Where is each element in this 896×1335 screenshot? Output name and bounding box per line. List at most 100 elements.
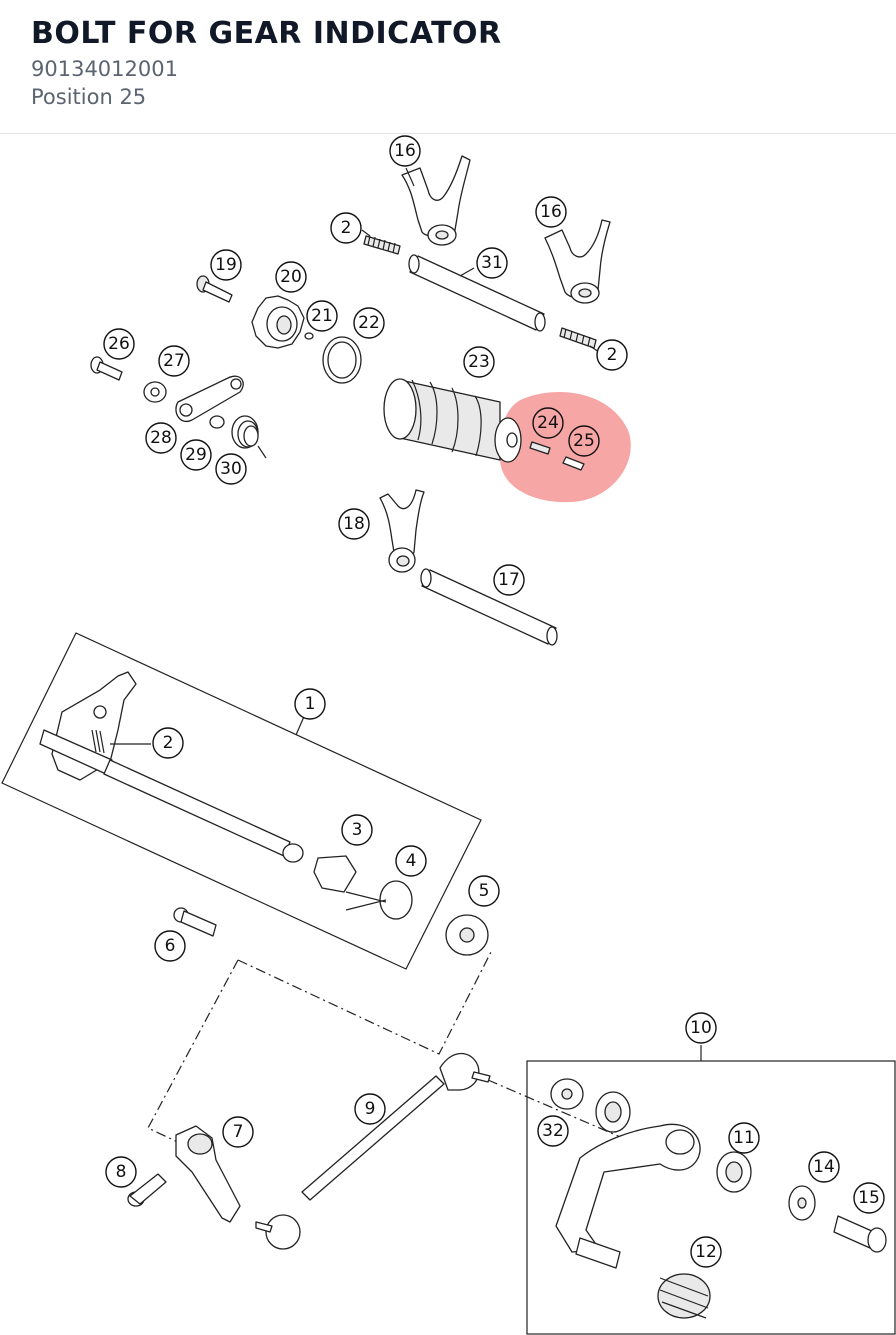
callout-3[interactable]: 3 [341, 814, 373, 846]
bearing-11[interactable] [716, 1151, 752, 1193]
svg-text:21: 21 [311, 306, 333, 326]
foot-peg-12[interactable] [657, 1273, 711, 1319]
callout-8[interactable]: 8 [105, 1156, 137, 1188]
bolt-15[interactable] [833, 1215, 887, 1253]
callout-25-selected[interactable]: 25 [568, 425, 600, 457]
callout-2b[interactable]: 2 [596, 339, 628, 371]
clip-3[interactable] [313, 855, 357, 893]
callout-16b[interactable]: 16 [535, 196, 567, 228]
ring-22[interactable] [322, 336, 362, 384]
svg-text:7: 7 [233, 1122, 244, 1142]
part-number: 90134012001 [31, 57, 178, 81]
svg-text:5: 5 [479, 881, 490, 901]
callout-30[interactable]: 30 [215, 453, 247, 485]
svg-text:14: 14 [813, 1157, 835, 1177]
callout-7[interactable]: 7 [222, 1116, 254, 1148]
callout-9[interactable]: 9 [354, 1093, 386, 1125]
position-label: Position 25 [31, 85, 147, 109]
shift-lever-7[interactable] [175, 1125, 241, 1223]
svg-text:16: 16 [540, 202, 562, 222]
washer-5[interactable] [445, 914, 489, 956]
svg-text:1: 1 [305, 694, 316, 714]
callout-10[interactable]: 10 [685, 1012, 717, 1044]
callout-2a[interactable]: 2 [330, 212, 362, 244]
washer-14[interactable] [788, 1185, 816, 1221]
callout-14[interactable]: 14 [808, 1151, 840, 1183]
callout-17[interactable]: 17 [493, 564, 525, 596]
selected-part-highlight [499, 391, 631, 503]
callout-6[interactable]: 6 [154, 930, 186, 962]
svg-text:32: 32 [542, 1121, 564, 1141]
svg-text:2: 2 [607, 345, 618, 365]
callout-20[interactable]: 20 [275, 261, 307, 293]
callout-22[interactable]: 22 [353, 307, 385, 339]
svg-text:3: 3 [352, 820, 363, 840]
bolt-19[interactable] [196, 275, 233, 303]
fork-shaft-31[interactable] [408, 254, 546, 332]
shift-drum-23[interactable] [383, 378, 522, 463]
lever-28[interactable] [175, 375, 244, 423]
svg-text:24: 24 [537, 413, 559, 433]
callout-29[interactable]: 29 [180, 439, 212, 471]
callout-5[interactable]: 5 [468, 875, 500, 907]
foot-lever-arm[interactable] [555, 1123, 701, 1269]
washer-29[interactable] [209, 415, 225, 429]
callout-32[interactable]: 32 [537, 1115, 569, 1147]
spring-24[interactable] [529, 441, 551, 455]
svg-text:20: 20 [280, 267, 302, 287]
callout-21[interactable]: 21 [306, 300, 338, 332]
svg-text:2: 2 [341, 218, 352, 238]
page-header: BOLT FOR GEAR INDICATOR 90134012001 Posi… [0, 0, 896, 134]
callout-18[interactable]: 18 [338, 508, 370, 540]
callout-12[interactable]: 12 [690, 1236, 722, 1268]
svg-text:8: 8 [116, 1162, 127, 1182]
svg-text:23: 23 [468, 352, 490, 372]
svg-text:10: 10 [690, 1018, 712, 1038]
assembly-box-1 [1, 632, 482, 970]
callout-28[interactable]: 28 [145, 422, 177, 454]
shift-shaft-1[interactable] [39, 671, 304, 863]
leader-lines [110, 167, 702, 1061]
callout-4[interactable]: 4 [395, 845, 427, 877]
callout-11[interactable]: 11 [728, 1122, 760, 1154]
spring-right[interactable] [559, 327, 597, 349]
bolt-8[interactable] [127, 1173, 167, 1207]
bolt-for-gear-indicator-25[interactable] [562, 456, 585, 471]
washer-27[interactable] [143, 381, 167, 403]
spring-clip-4[interactable] [345, 880, 413, 920]
svg-text:6: 6 [165, 936, 176, 956]
svg-text:2: 2 [163, 733, 174, 753]
svg-text:11: 11 [733, 1128, 755, 1148]
callout-24[interactable]: 24 [532, 407, 564, 439]
callout-27[interactable]: 27 [158, 345, 190, 377]
callout-26[interactable]: 26 [103, 328, 135, 360]
spring-upper[interactable] [363, 235, 401, 255]
linkage-outline [237, 951, 492, 1055]
bolt-6[interactable] [173, 907, 217, 937]
svg-text:4: 4 [406, 851, 417, 871]
bearing-32b[interactable] [595, 1091, 631, 1133]
svg-text:29: 29 [185, 445, 207, 465]
svg-text:12: 12 [695, 1242, 717, 1262]
callout-16a[interactable]: 16 [389, 135, 421, 167]
callout-2c[interactable]: 2 [152, 727, 184, 759]
callout-31[interactable]: 31 [476, 247, 508, 279]
torsion-spring-30[interactable] [231, 415, 267, 459]
fork-shaft-17[interactable] [420, 568, 558, 646]
svg-text:16: 16 [394, 141, 416, 161]
svg-text:30: 30 [220, 459, 242, 479]
callout-23[interactable]: 23 [463, 346, 495, 378]
gear-star-20[interactable] [251, 295, 305, 349]
washer-32[interactable] [550, 1078, 584, 1110]
assembly-box-10 [526, 1060, 896, 1335]
shift-fork-upper-left[interactable] [401, 155, 471, 246]
callout-15[interactable]: 15 [853, 1182, 885, 1214]
bolt-26[interactable] [90, 356, 123, 381]
callout-19[interactable]: 19 [210, 249, 242, 281]
shift-fork-upper-right[interactable] [544, 219, 611, 304]
pin-21[interactable] [304, 332, 314, 340]
shift-rod-9[interactable] [255, 1052, 491, 1250]
shift-fork-18[interactable] [379, 489, 425, 573]
callout-1[interactable]: 1 [294, 688, 326, 720]
